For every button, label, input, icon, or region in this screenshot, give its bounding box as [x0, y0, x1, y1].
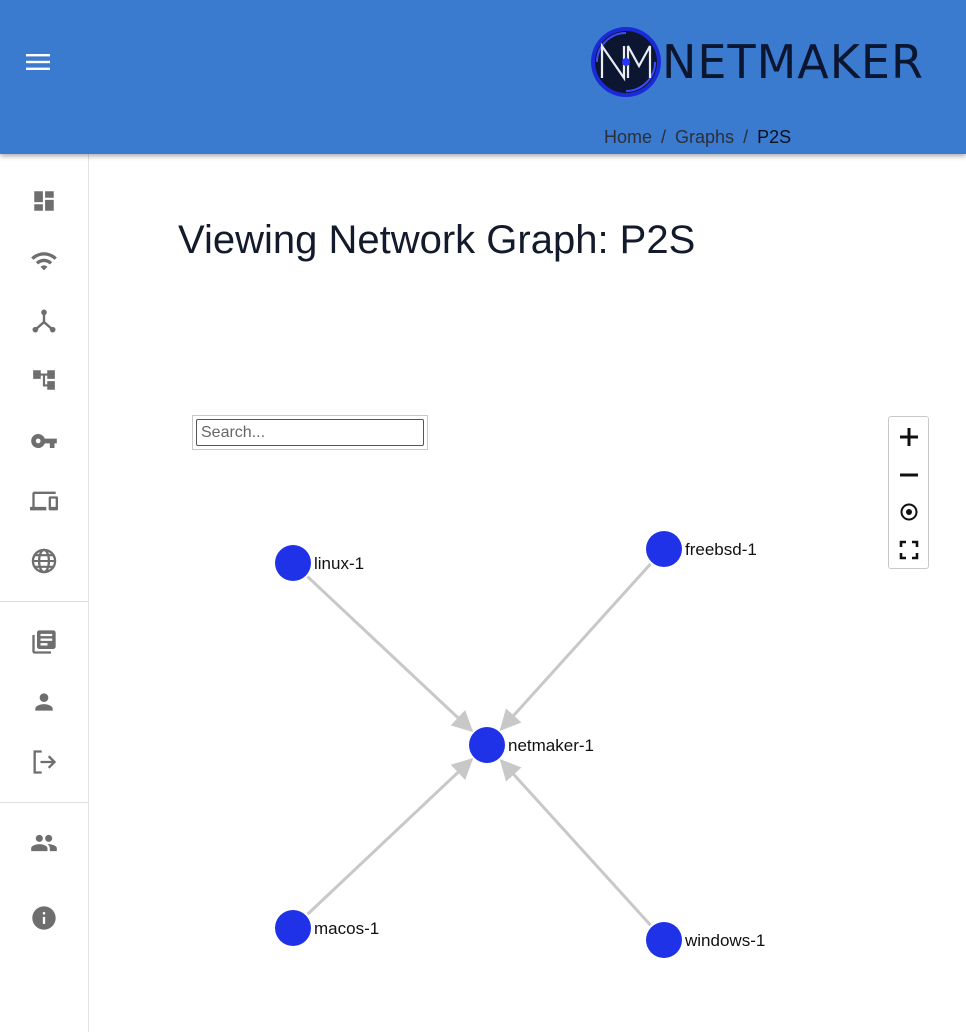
- page-title: Viewing Network Graph: P2S: [178, 218, 696, 262]
- account-tree-icon: [33, 370, 55, 390]
- graph-node-label: netmaker-1: [508, 736, 594, 755]
- graph-node-linux-1[interactable]: linux-1: [275, 545, 364, 581]
- sidebar-item-about[interactable]: [0, 894, 88, 942]
- logout-icon: [33, 750, 57, 774]
- breadcrumb-separator: /: [661, 127, 667, 147]
- sidebar-item-logout[interactable]: [0, 738, 88, 786]
- graph-node-netmaker-1[interactable]: netmaker-1: [469, 727, 594, 763]
- network-graph[interactable]: linux-1 freebsd-1 netmaker-1 macos-1 windows…: [90, 460, 966, 1032]
- graph-node-circle[interactable]: [275, 910, 311, 946]
- graph-edge-linux-1-netmaker-1: [306, 575, 474, 733]
- devices-icon: [30, 491, 58, 511]
- zoom-controls: [888, 416, 929, 569]
- graph-search: [192, 415, 428, 450]
- graph-edge-macos-1-netmaker-1: [306, 757, 474, 916]
- brand-logo[interactable]: NETMAKER: [588, 24, 923, 100]
- recenter-icon: [900, 503, 917, 521]
- recenter-button[interactable]: [889, 494, 928, 530]
- people-icon: [31, 834, 57, 852]
- sidebar-item-networks[interactable]: [0, 237, 88, 285]
- library-books-icon: [32, 630, 56, 654]
- graph-edge-freebsd-1-netmaker-1: [499, 562, 652, 731]
- zoom-in-button[interactable]: [889, 419, 928, 455]
- dashboard-icon: [34, 191, 54, 211]
- zoom-out-button[interactable]: [889, 457, 928, 493]
- sidebar-item-docs[interactable]: [0, 618, 88, 666]
- wifi-icon: [31, 252, 57, 271]
- graph-canvas[interactable]: linux-1 freebsd-1 netmaker-1 macos-1 windows…: [90, 460, 966, 1032]
- sidebar-item-access-keys[interactable]: [0, 417, 88, 465]
- graph-node-label: freebsd-1: [685, 540, 757, 559]
- graph-node-circle[interactable]: [646, 531, 682, 567]
- sidebar: [0, 154, 89, 1032]
- sidebar-item-dns[interactable]: [0, 537, 88, 585]
- graph-node-macos-1[interactable]: macos-1: [275, 910, 379, 946]
- brand-name: NETMAKER: [662, 35, 924, 89]
- graph-node-windows-1[interactable]: windows-1: [646, 922, 765, 958]
- person-icon: [35, 693, 53, 711]
- breadcrumb-current: P2S: [757, 127, 792, 147]
- network-hub-icon: [32, 309, 56, 333]
- sidebar-divider: [0, 802, 88, 803]
- breadcrumb-graphs[interactable]: Graphs: [675, 127, 735, 147]
- globe-icon: [31, 548, 57, 574]
- app-bar: NETMAKER Home / Graphs / P2S: [0, 0, 966, 154]
- breadcrumb-separator: /: [743, 127, 749, 147]
- sidebar-item-nodes[interactable]: [0, 297, 88, 345]
- search-input[interactable]: [196, 419, 424, 446]
- sidebar-item-tree[interactable]: [0, 356, 88, 404]
- graph-node-label: linux-1: [314, 554, 364, 573]
- zoom-in-icon: [899, 428, 918, 446]
- netmaker-logo-icon: [591, 27, 661, 97]
- graph-node-circle[interactable]: [469, 727, 505, 763]
- sidebar-item-dashboard[interactable]: [0, 177, 88, 225]
- sidebar-item-devices[interactable]: [0, 477, 88, 525]
- hamburger-menu-icon: [26, 54, 50, 70]
- zoom-out-icon: [899, 473, 918, 477]
- sidebar-divider: [0, 601, 88, 602]
- sidebar-item-users[interactable]: [0, 819, 88, 867]
- breadcrumb: Home / Graphs / P2S: [604, 127, 791, 148]
- graph-node-label: macos-1: [314, 919, 379, 938]
- graph-node-freebsd-1[interactable]: freebsd-1: [646, 531, 757, 567]
- key-icon: [31, 434, 57, 448]
- info-icon: [32, 906, 56, 930]
- fullscreen-icon: [899, 540, 918, 560]
- graph-edge-windows-1-netmaker-1: [499, 758, 652, 927]
- fullscreen-button[interactable]: [889, 532, 928, 568]
- breadcrumb-home[interactable]: Home: [604, 127, 653, 147]
- graph-node-label: windows-1: [684, 931, 765, 950]
- menu-button[interactable]: [20, 47, 56, 77]
- graph-node-circle[interactable]: [275, 545, 311, 581]
- sidebar-item-profile[interactable]: [0, 678, 88, 726]
- graph-node-circle[interactable]: [646, 922, 682, 958]
